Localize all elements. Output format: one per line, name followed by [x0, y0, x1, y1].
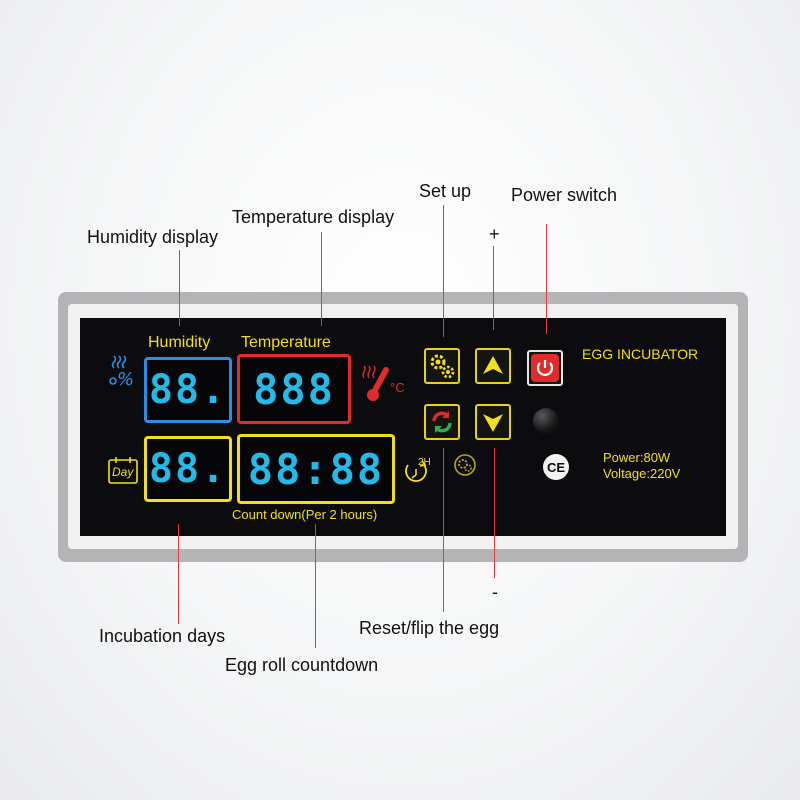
reset-flip-button[interactable] — [424, 404, 460, 440]
calendar-day-icon: Day — [108, 456, 138, 484]
turn-icon-text: 2H — [418, 457, 431, 468]
down-arrow-icon — [483, 414, 503, 432]
humidity-icon: % — [104, 352, 136, 392]
ce-mark-text: CE — [546, 459, 566, 475]
egg-turn-icon: 2H — [402, 457, 434, 487]
callout-set-up: Set up — [419, 181, 472, 201]
power-spec: Power:80W — [603, 450, 671, 465]
callout-plus: + — [489, 224, 500, 244]
leader-line-power — [546, 224, 547, 334]
power-icon — [531, 354, 559, 382]
callout-temperature-display: Temperature display — [232, 207, 395, 227]
ce-mark: CE — [543, 454, 569, 480]
humidity-value: 88. — [148, 367, 228, 413]
callout-reset-flip: Reset/flip the egg — [359, 618, 500, 638]
leader-line-humidity — [179, 250, 180, 326]
leader-line-incubation-days — [178, 524, 179, 624]
callout-humidity-display: Humidity display — [87, 227, 219, 247]
leader-line-setup — [443, 205, 444, 337]
setup-button[interactable] — [424, 348, 460, 384]
humidity-display: 88. — [144, 357, 232, 423]
percent-symbol: % — [117, 369, 135, 390]
voltage-spec: Voltage:220V — [603, 466, 681, 481]
humidity-label: Humidity — [148, 334, 211, 351]
days-value: 88. — [148, 446, 228, 492]
leader-line-reset — [443, 448, 444, 612]
settings-gear-icon — [430, 354, 455, 379]
degree-unit: °C — [390, 380, 405, 395]
power-button[interactable] — [527, 350, 563, 386]
day-icon-text: Day — [112, 465, 134, 479]
indicator-led — [533, 408, 559, 434]
thermometer-icon: °C — [360, 362, 405, 404]
up-arrow-icon — [483, 356, 503, 374]
up-button[interactable] — [475, 348, 511, 384]
incubation-days-display: 88. — [144, 436, 232, 502]
reset-flip-icon — [432, 411, 452, 433]
brand-label: EGG INCUBATOR — [582, 346, 699, 362]
leader-line-countdown — [315, 524, 316, 648]
down-button[interactable] — [475, 404, 511, 440]
countdown-value: 88:88 — [247, 444, 385, 494]
countdown-label: Count down(Per 2 hours) — [232, 507, 378, 522]
small-gear-icon — [452, 452, 478, 478]
countdown-display: 88:88 — [237, 434, 395, 504]
leader-line-plus — [493, 246, 494, 330]
temperature-value: 888 — [253, 364, 335, 414]
callout-minus: - — [492, 582, 498, 602]
temperature-label: Temperature — [241, 334, 331, 351]
leader-line-temperature — [321, 232, 322, 326]
temperature-display: 888 — [237, 354, 351, 424]
callout-egg-roll-countdown: Egg roll countdown — [225, 655, 379, 675]
callout-incubation-days: Incubation days — [99, 626, 226, 646]
callout-power-switch: Power switch — [511, 185, 618, 205]
leader-line-minus — [494, 448, 495, 578]
